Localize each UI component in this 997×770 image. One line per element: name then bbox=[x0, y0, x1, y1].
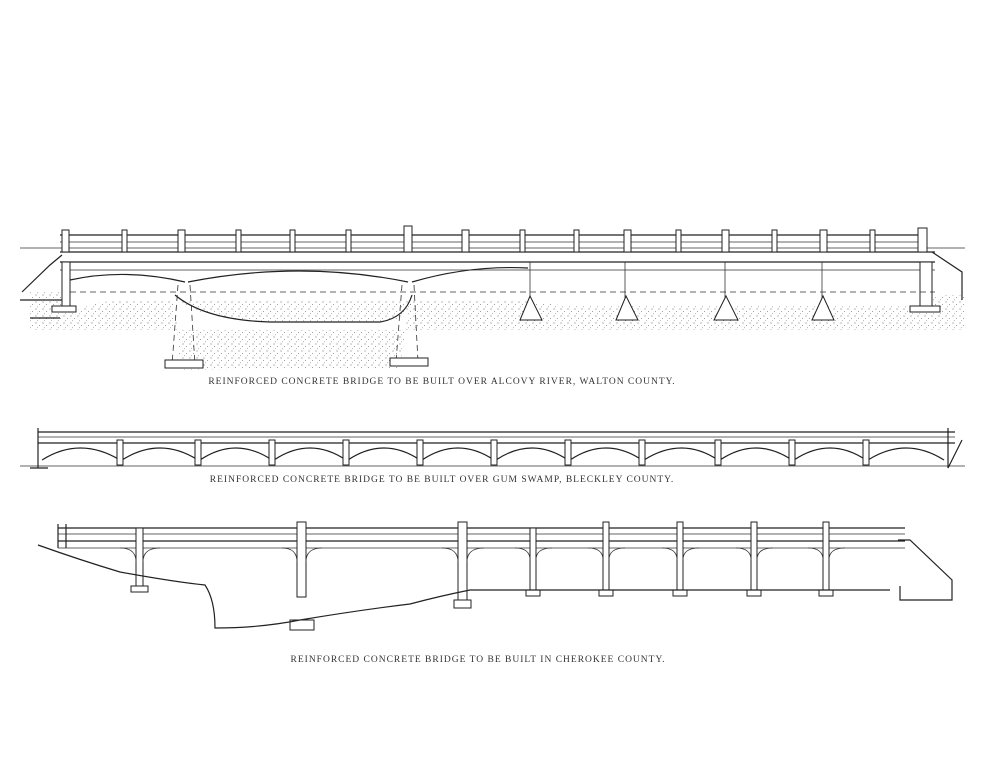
caption-cherokee: REINFORCED CONCRETE BRIDGE TO BE BUILT I… bbox=[291, 655, 666, 665]
pier-1-footing bbox=[164, 359, 204, 369]
column-haunches bbox=[119, 547, 846, 563]
pier-2-footing bbox=[389, 357, 429, 367]
arch-spans bbox=[41, 447, 945, 461]
right-end-post bbox=[947, 428, 963, 469]
pier-2 bbox=[395, 284, 419, 363]
column-footings bbox=[130, 585, 834, 631]
girder-bents bbox=[529, 262, 823, 298]
right-wingwall bbox=[931, 251, 963, 300]
left-abutment-footing bbox=[51, 305, 77, 313]
caption-gum-swamp: REINFORCED CONCRETE BRIDGE TO BE BUILT O… bbox=[210, 475, 674, 485]
right-abutment-slope bbox=[898, 539, 953, 601]
ground-profile bbox=[37, 544, 890, 629]
left-abutment bbox=[57, 524, 67, 548]
bent-footings bbox=[519, 294, 835, 321]
left-end-post bbox=[30, 428, 48, 469]
railing-posts bbox=[61, 225, 928, 253]
left-embankment bbox=[20, 254, 65, 319]
gum-swamp-bridge-elevation: REINFORCED CONCRETE BRIDGE TO BE BUILT O… bbox=[20, 428, 965, 485]
arch-span-2 bbox=[187, 270, 409, 283]
arch-piers bbox=[116, 439, 870, 466]
right-abutment-footing bbox=[909, 305, 941, 313]
river-bed bbox=[175, 300, 415, 322]
pier-1 bbox=[171, 284, 196, 366]
cherokee-county-bridge-elevation: REINFORCED CONCRETE BRIDGE TO BE BUILT I… bbox=[37, 521, 953, 665]
right-abutment bbox=[919, 261, 933, 311]
bent-columns bbox=[135, 521, 830, 607]
arch-span-1 bbox=[69, 273, 186, 283]
arch-span-3 bbox=[411, 266, 529, 283]
caption-alcovy: REINFORCED CONCRETE BRIDGE TO BE BUILT O… bbox=[208, 377, 675, 387]
river-channel-line bbox=[174, 294, 413, 323]
alcovy-river-bridge-elevation: REINFORCED CONCRETE BRIDGE TO BE BUILT O… bbox=[20, 225, 965, 387]
left-abutment bbox=[61, 261, 71, 311]
